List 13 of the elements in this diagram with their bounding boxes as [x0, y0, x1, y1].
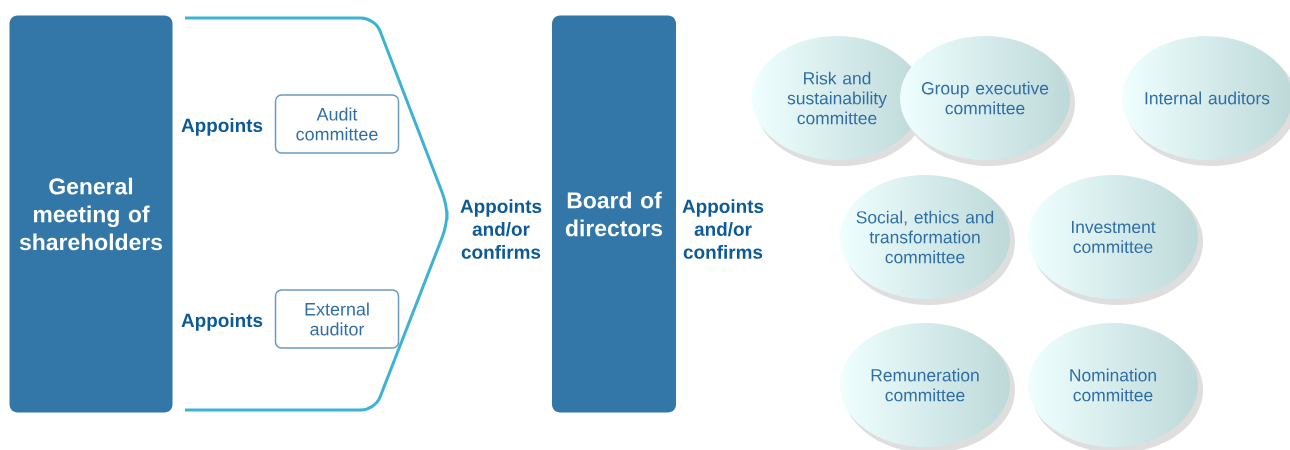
committee-oval: Social, ethics and transformation committee	[840, 175, 1015, 305]
relation-label: Appoints	[181, 118, 263, 136]
committee-box: Audit committee	[274, 94, 400, 154]
committee-oval: Remuneration committee	[840, 323, 1015, 450]
entity-box: Board of directors	[552, 15, 676, 413]
entity-box: General meeting of shareholders	[9, 15, 173, 413]
committee-oval: Nomination committee	[1028, 323, 1203, 450]
committee-oval: Internal auditors	[1122, 36, 1290, 166]
relation-label: Appoints	[181, 313, 263, 331]
committee-box: External auditor	[274, 289, 400, 349]
committee-oval: Investment committee	[1028, 175, 1203, 305]
relation-label: Appoints and/or confirms	[682, 199, 764, 259]
committee-oval: Group executive committee	[900, 36, 1075, 166]
